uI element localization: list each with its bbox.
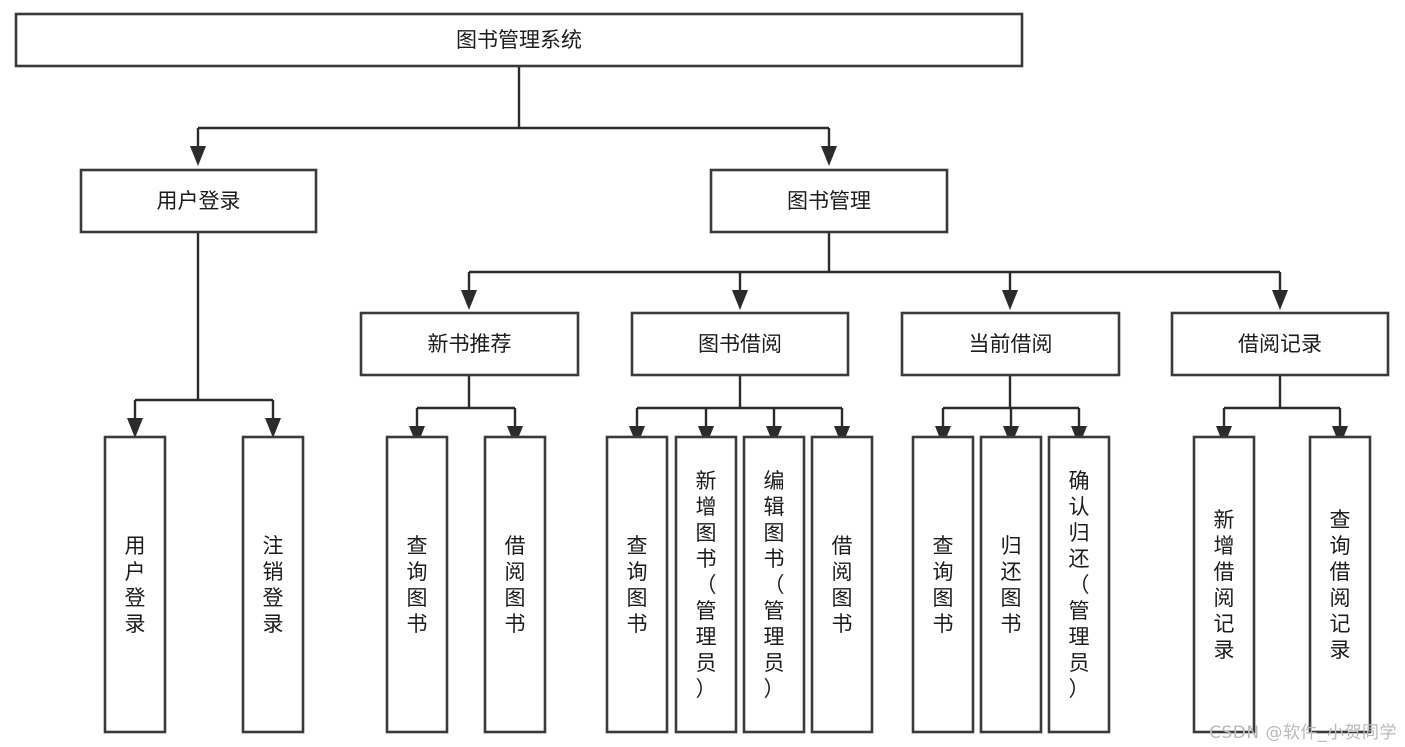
node-leaf-新增图书管理员[interactable]: 新增图书（管理员） [674,435,738,734]
node-leaf-用户登录[interactable]: 用户登录 [103,435,167,734]
node-label: 查询图书 [933,534,954,636]
node-label: 新书推荐 [428,332,512,356]
node-label: 新增图书（管理员） [696,469,717,701]
node-label: 查询图书 [407,534,428,636]
connector-new-book-to-leaves [409,375,523,446]
node-label: 图书借阅 [698,332,782,356]
node-leaf-新增借阅记录[interactable]: 新增借阅记录 [1192,435,1256,734]
node-label: 确认归还（管理员） [1069,469,1090,701]
node-leaf-借阅图书[interactable]: 借阅图书 [483,435,547,734]
node-level3-当前借阅[interactable]: 当前借阅 [900,311,1121,377]
node-label: 用户登录 [157,189,241,213]
node-layer: 图书管理系统用户登录图书管理新书推荐图书借阅当前借阅借阅记录用户登录注销登录查询… [14,12,1390,734]
node-level2-图书管理[interactable]: 图书管理 [709,168,949,234]
node-label: 图书管理系统 [456,28,582,52]
connector-user-login-to-leaves [127,232,281,438]
node-leaf-归还图书[interactable]: 归还图书 [979,435,1043,734]
node-leaf-查询图书[interactable]: 查询图书 [605,435,669,734]
connector-borrow-book-to-leaves [629,375,850,446]
node-label: 图书管理 [787,189,871,213]
connector-book-mgmt-to-level3 [461,232,1288,310]
node-leaf-确认归还管理员[interactable]: 确认归还（管理员） [1047,435,1111,734]
node-label: 当前借阅 [969,332,1053,356]
node-leaf-查询图书[interactable]: 查询图书 [911,435,975,734]
node-level3-图书借阅[interactable]: 图书借阅 [630,311,850,377]
node-leaf-查询借阅记录[interactable]: 查询借阅记录 [1308,435,1372,734]
node-label: 新增借阅记录 [1214,508,1235,662]
node-label: 注销登录 [263,534,284,636]
node-label: 借阅记录 [1238,332,1322,356]
node-label: 用户登录 [125,534,146,636]
node-leaf-查询图书[interactable]: 查询图书 [385,435,449,734]
node-leaf-注销登录[interactable]: 注销登录 [241,435,305,734]
csdn-watermark: CSDN @软件_小贺同学 [1209,723,1397,743]
node-label: 查询图书 [627,534,648,636]
node-label: 借阅图书 [505,534,526,636]
node-label: 查询借阅记录 [1330,508,1351,662]
node-leaf-编辑图书管理员[interactable]: 编辑图书（管理员） [742,435,806,734]
node-label: 借阅图书 [832,534,853,636]
node-level3-借阅记录[interactable]: 借阅记录 [1170,311,1390,377]
connector-root-to-level2 [190,66,837,166]
node-level2-用户登录[interactable]: 用户登录 [79,168,318,234]
connector-layer [127,66,1348,446]
node-leaf-借阅图书[interactable]: 借阅图书 [810,435,874,734]
connector-current-to-leaves [935,375,1087,446]
node-label: 归还图书 [1001,534,1022,636]
node-root-图书管理系统[interactable]: 图书管理系统 [14,12,1024,68]
node-label: 编辑图书（管理员） [764,469,785,701]
node-level3-新书推荐[interactable]: 新书推荐 [359,311,580,377]
connector-records-to-leaves [1216,375,1348,446]
